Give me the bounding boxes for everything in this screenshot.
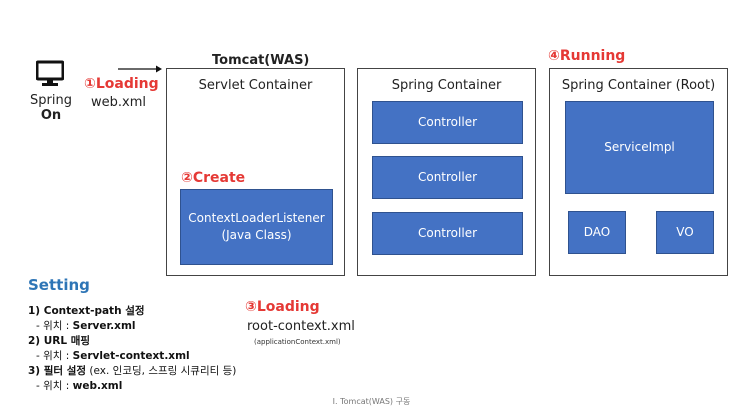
setting-item-2-loc: Servlet-context.xml xyxy=(72,350,190,362)
spring-container: Spring Container Controller Controller C… xyxy=(357,68,536,276)
setting-item-3-head: 3) 필터 설정 xyxy=(28,365,87,377)
spring-container-title: Spring Container xyxy=(391,78,502,93)
setting-item-3-loc-prefix: - 위치 : xyxy=(36,380,73,392)
setting-item-2: 2) URL 매핑 xyxy=(28,334,236,349)
servlet-container: Servlet Container ②Create ContextLoaderL… xyxy=(166,68,345,276)
setting-list: 1) Context-path 설정 - 위치 : Server.xml 2) … xyxy=(28,304,236,394)
setting-item-1: 1) Context-path 설정 xyxy=(28,304,236,319)
spring-label: Spring On xyxy=(24,93,78,123)
tomcat-title: Tomcat(WAS) xyxy=(212,53,310,68)
caption: I. Tomcat(WAS) 구동 xyxy=(332,397,411,406)
dao-box: DAO xyxy=(568,211,626,254)
controller-box: Controller xyxy=(372,156,523,199)
loading3-file: root-context.xml xyxy=(247,319,355,334)
setting-item-2-location: - 위치 : Servlet-context.xml xyxy=(28,349,236,364)
root-container-title: Spring Container (Root) xyxy=(561,78,716,93)
listener-line1: ContextLoaderListener xyxy=(188,211,325,225)
setting-title: Setting xyxy=(28,276,90,294)
vo-box: VO xyxy=(656,211,714,254)
on-text: On xyxy=(40,108,62,123)
listener-line2: (Java Class) xyxy=(221,228,292,242)
setting-item-2-loc-prefix: - 위치 : xyxy=(36,350,73,362)
loading1-file: web.xml xyxy=(91,95,146,110)
running-label: ④Running xyxy=(548,48,626,64)
spring-text: Spring xyxy=(30,93,72,108)
setting-item-2-head: 2) URL 매핑 xyxy=(28,335,91,347)
loading3-note: (applicationContext.xml) xyxy=(254,338,341,346)
setting-item-1-loc: Server.xml xyxy=(72,320,136,332)
setting-item-1-loc-prefix: - 위치 : xyxy=(36,320,73,332)
setting-item-3-location: - 위치 : web.xml xyxy=(28,379,236,394)
controller-box: Controller xyxy=(372,101,523,144)
setting-item-3-loc: web.xml xyxy=(72,380,123,392)
monitor-icon xyxy=(36,60,64,86)
context-loader-listener-box: ContextLoaderListener (Java Class) xyxy=(180,189,333,265)
setting-item-1-location: - 위치 : Server.xml xyxy=(28,319,236,334)
root-spring-container: Spring Container (Root) ServiceImpl DAO … xyxy=(549,68,728,276)
setting-item-3: 3) 필터 설정 (ex. 인코딩, 스프링 시큐리티 등) xyxy=(28,364,236,379)
servlet-container-title: Servlet Container xyxy=(198,78,313,93)
controller-box: Controller xyxy=(372,212,523,255)
setting-item-1-head: 1) Context-path 설정 xyxy=(28,305,145,317)
service-impl-box: ServiceImpl xyxy=(565,101,714,194)
loading3-label: ③Loading xyxy=(245,299,320,315)
load-arrow xyxy=(118,65,162,73)
setting-item-3-extra: (ex. 인코딩, 스프링 시큐리티 등) xyxy=(86,365,237,377)
loading1-label: ①Loading xyxy=(84,76,159,92)
create-label: ②Create xyxy=(181,170,246,186)
